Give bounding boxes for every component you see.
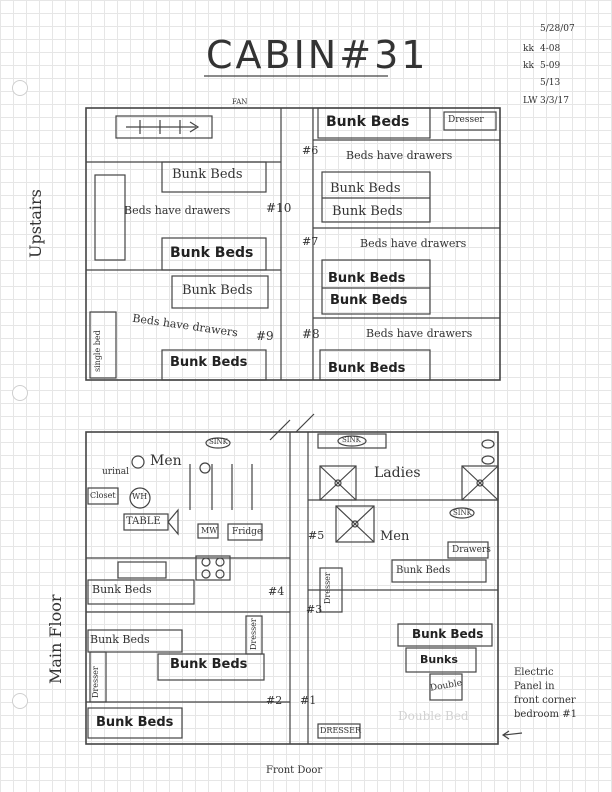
revision-initials: kk [523, 61, 534, 71]
room-number: #4 [268, 585, 285, 598]
bunk-beds-label: Bunk Beds [92, 583, 152, 596]
upstairs-plan [85, 107, 501, 381]
microwave-label: MW [201, 526, 218, 535]
section-label-main-floor: Main Floor [46, 594, 65, 684]
bunk-beds-label: Bunk Beds [412, 627, 484, 641]
dresser-label: Dresser [323, 572, 332, 604]
beds-have-drawers-label: Beds have drawers [360, 237, 467, 250]
page-title: CABIN#31 [206, 33, 429, 77]
room-number: #6 [302, 144, 319, 157]
section-label-upstairs: Upstairs [26, 189, 45, 258]
room-number: #5 [308, 529, 325, 542]
men-label: Men [150, 453, 182, 469]
beds-have-drawers-label: Beds have drawers [124, 204, 231, 217]
main-floor-plan [85, 413, 523, 745]
table-label: TABLE [126, 516, 161, 527]
double-bed-faded-label: Double Bed [398, 709, 469, 723]
revision-date: 5/13 [540, 78, 561, 88]
beds-have-drawers-label: Beds have drawers [366, 327, 473, 340]
room-number: #1 [300, 694, 317, 707]
electric-note-line: Panel in [514, 681, 555, 692]
revision-date: 5/28/07 [540, 24, 575, 34]
bunks-label: Bunks [420, 653, 458, 666]
urinal-label: urinal [102, 467, 130, 477]
bunk-beds-label: Bunk Beds [170, 355, 248, 370]
revision-initials: kk [523, 44, 534, 54]
room-number: #2 [266, 694, 283, 707]
bunk-beds-label: Bunk Beds [170, 657, 248, 672]
revision-initials: LW [523, 96, 538, 106]
bunk-beds-label: Bunk Beds [330, 293, 408, 308]
room-number: #9 [256, 329, 274, 343]
bunk-beds-label: Bunk Beds [330, 181, 401, 196]
binder-hole-top [12, 80, 28, 96]
beds-have-drawers-label: Beds have drawers [346, 149, 453, 162]
revision-date: 3/3/17 [540, 96, 569, 106]
revision-date: 5-09 [540, 61, 561, 71]
bunk-beds-label: Bunk Beds [332, 204, 403, 219]
electric-note-line: front corner [514, 695, 576, 706]
bunk-beds-label: Bunk Beds [328, 271, 406, 286]
single-bed-label: single bed [93, 330, 102, 372]
ladies-label: Ladies [374, 465, 421, 481]
dresser-label: Dresser [91, 666, 100, 698]
binder-hole-middle [12, 385, 28, 401]
room-number: #7 [302, 235, 319, 248]
room-number: #8 [302, 327, 320, 341]
dresser-label: Dresser [249, 618, 258, 650]
fridge-label: Fridge [232, 527, 263, 537]
bunk-beds-label: Bunk Beds [396, 565, 451, 576]
front-door-label: Front Door [266, 765, 323, 776]
fan-label: FAN [232, 98, 248, 106]
room-number: #3 [306, 603, 323, 616]
bunk-beds-label: Bunk Beds [328, 361, 406, 376]
closet-label: Closet [90, 491, 116, 500]
bunk-beds-label: Bunk Beds [96, 715, 174, 730]
dresser-label: DRESSER [320, 726, 361, 735]
sink-label: SINK [342, 436, 361, 444]
bunk-beds-label: Bunk Beds [170, 245, 254, 261]
electric-note-line: Electric [514, 667, 554, 678]
bunk-beds-label: Bunk Beds [326, 114, 410, 130]
room-number: #10 [266, 201, 292, 215]
bunk-beds-label: Bunk Beds [90, 633, 150, 646]
binder-hole-bottom [12, 693, 28, 709]
revision-date: 4-08 [540, 44, 561, 54]
bunk-beds-label: Bunk Beds [182, 283, 253, 298]
sink-label: SINK [209, 438, 228, 446]
electric-note-line: bedroom #1 [514, 709, 577, 720]
men-label: Men [380, 529, 410, 544]
bunk-beds-label: Bunk Beds [172, 167, 243, 182]
sink-label: SINK [453, 509, 472, 517]
dresser-label: Dresser [448, 115, 484, 125]
water-heater-label: WH [132, 492, 148, 501]
drawers-label: Drawers [452, 545, 491, 555]
